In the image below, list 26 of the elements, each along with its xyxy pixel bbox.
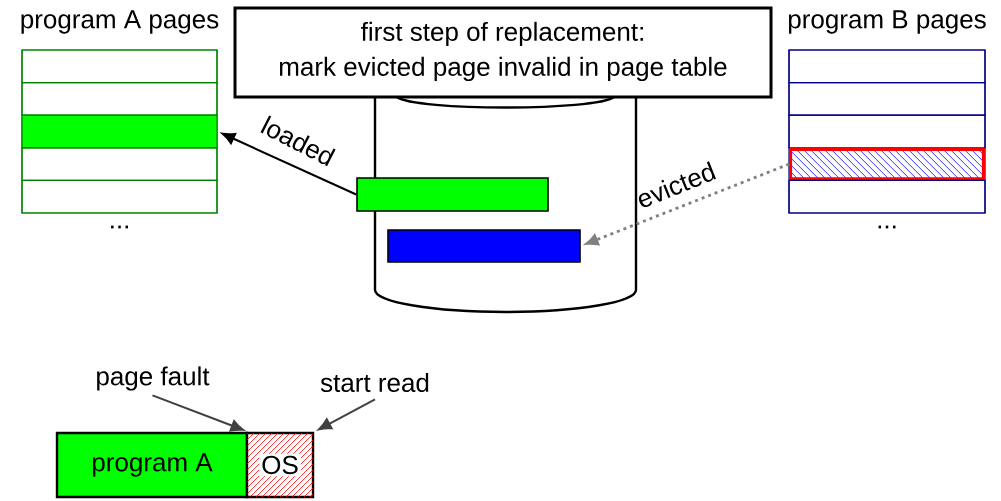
callout-text: mark evicted page invalid in page table xyxy=(280,56,727,82)
timeline-segment: program A xyxy=(55,431,249,499)
page-row xyxy=(21,179,218,214)
table-heading: program A pages xyxy=(21,10,219,34)
annotation-text: page fault xyxy=(97,366,210,391)
arrow xyxy=(318,398,376,431)
disk-cylinder xyxy=(373,95,638,314)
timeline-segment: OS xyxy=(259,453,301,477)
page-row xyxy=(789,147,985,181)
page-row xyxy=(788,114,986,149)
callout-text: first step of replacement: xyxy=(361,21,643,47)
arrow xyxy=(221,132,358,196)
disk-block xyxy=(356,177,549,212)
annotation-text: start read xyxy=(320,372,429,393)
arrow xyxy=(151,394,244,432)
page-row xyxy=(21,114,218,149)
disk-block xyxy=(387,229,581,263)
page-row xyxy=(788,49,986,84)
page-row xyxy=(21,147,218,181)
page-row xyxy=(788,179,986,214)
table-heading: program B pages xyxy=(788,10,986,34)
page-row xyxy=(21,49,218,84)
page-row xyxy=(788,82,986,116)
ellipsis: ... xyxy=(878,225,896,229)
arrow xyxy=(585,162,790,246)
ellipsis: ... xyxy=(111,225,128,229)
